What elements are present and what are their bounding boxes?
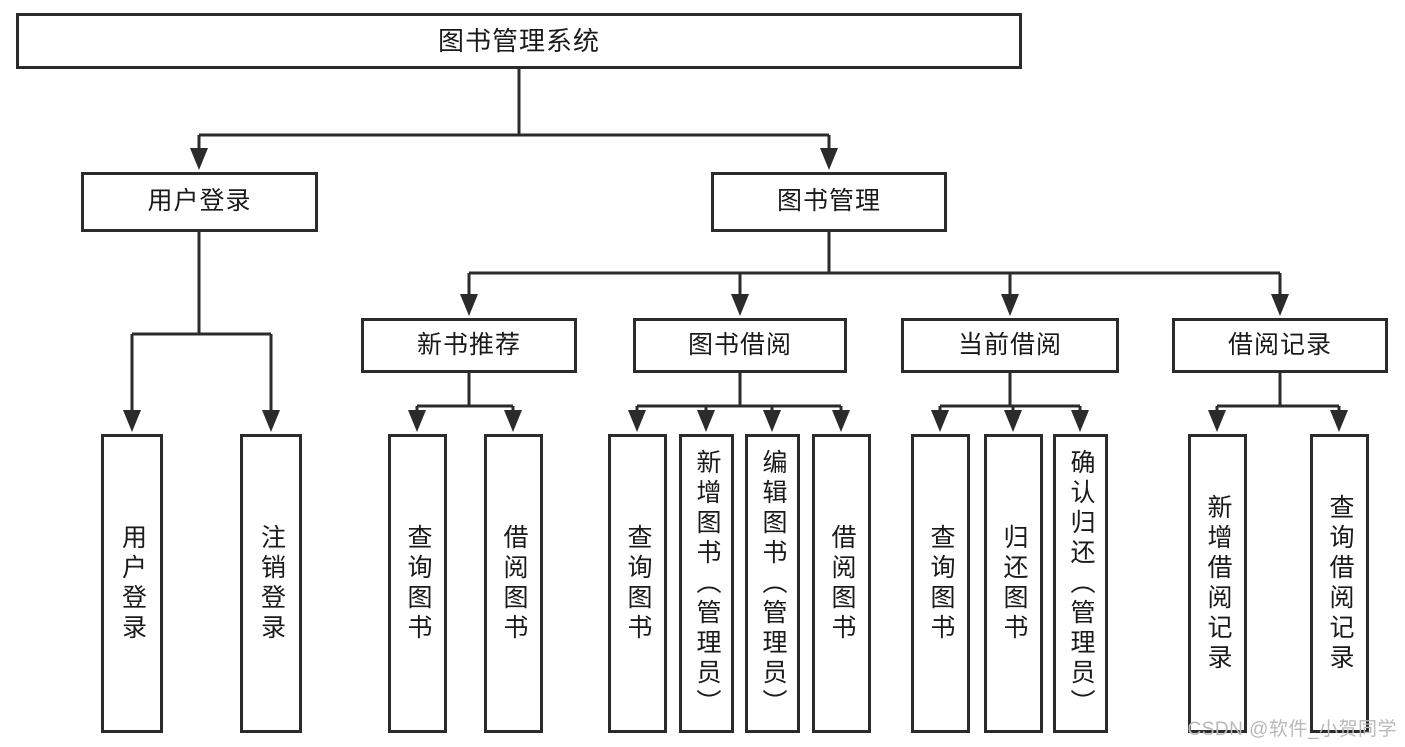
node-leaf-return-books[interactable]: 归还图书 — [984, 434, 1043, 733]
node-leaf-add-book-admin[interactable]: 新增图书（管理员） — [679, 434, 734, 733]
node-leaf-confirm-return-admin[interactable]: 确认归还（管理员） — [1053, 434, 1108, 733]
node-level2-new-book-recommend[interactable]: 新书推荐 — [361, 318, 577, 373]
node-leaf-borrow-books-recommend[interactable]: 借阅图书 — [484, 434, 543, 733]
node-leaf-user-login[interactable]: 用户登录 — [101, 434, 163, 733]
node-level2-borrow-records[interactable]: 借阅记录 — [1172, 318, 1388, 373]
node-root[interactable]: 图书管理系统 — [16, 13, 1022, 69]
node-leaf-logout[interactable]: 注销登录 — [240, 434, 302, 733]
node-leaf-query-borrow-record[interactable]: 查询借阅记录 — [1310, 434, 1369, 733]
node-level2-current-borrow[interactable]: 当前借阅 — [901, 318, 1119, 373]
node-leaf-edit-book-admin[interactable]: 编辑图书（管理员） — [745, 434, 800, 733]
node-level1-book-management[interactable]: 图书管理 — [711, 172, 947, 232]
node-leaf-borrow-books[interactable]: 借阅图书 — [812, 434, 871, 733]
node-leaf-add-borrow-record[interactable]: 新增借阅记录 — [1188, 434, 1247, 733]
watermark-text: CSDN @软件_小贺同学 — [1187, 719, 1397, 740]
node-level2-book-borrow[interactable]: 图书借阅 — [633, 318, 847, 373]
node-leaf-query-books-recommend[interactable]: 查询图书 — [388, 434, 447, 733]
node-leaf-query-books-current[interactable]: 查询图书 — [911, 434, 970, 733]
node-leaf-query-books-borrow[interactable]: 查询图书 — [608, 434, 667, 733]
node-level1-user-login[interactable]: 用户登录 — [81, 172, 318, 232]
